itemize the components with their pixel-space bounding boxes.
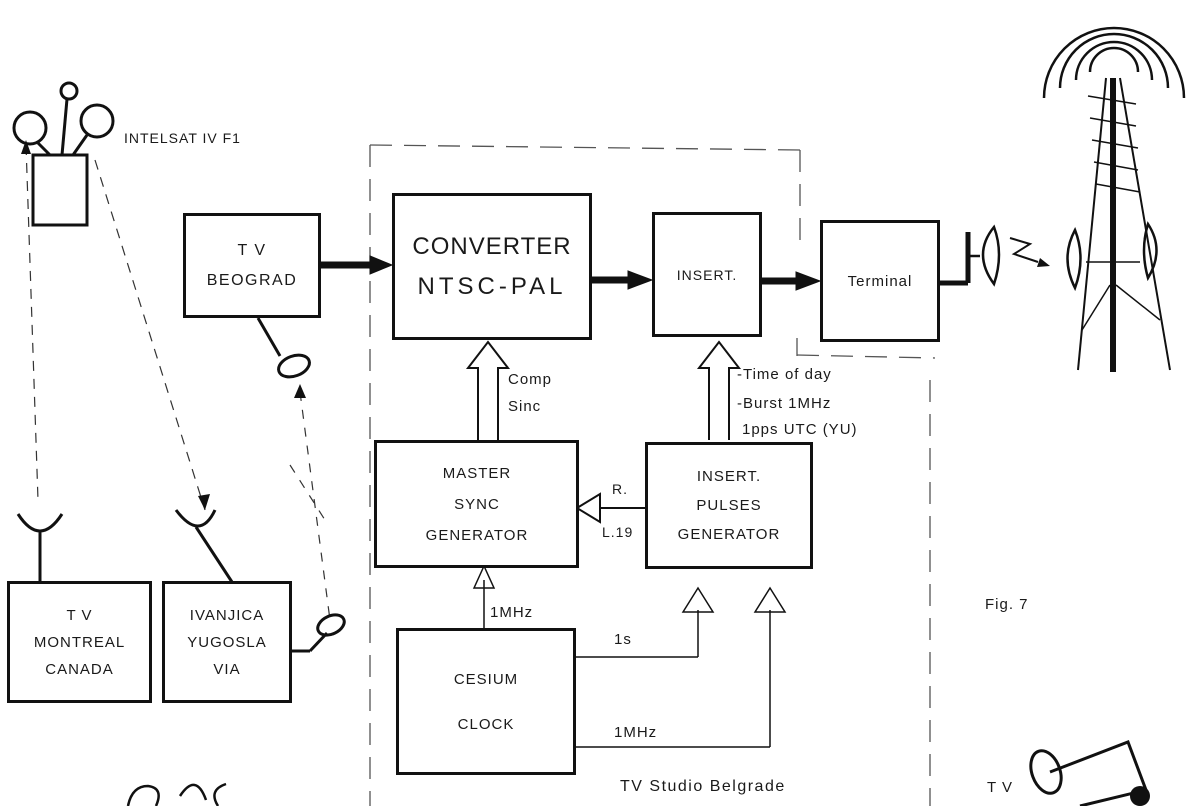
tv-camera-icon bbox=[1029, 740, 1148, 806]
clock-1s-label: 1s bbox=[614, 631, 632, 648]
pps-utc-label: 1pps UTC (YU) bbox=[742, 421, 858, 438]
l19-label: L.19 bbox=[602, 524, 634, 540]
insert-pulses-text: INSERT. PULSES GENERATOR bbox=[645, 442, 813, 569]
studio-boundary bbox=[369, 144, 936, 806]
r-label: R. bbox=[612, 481, 628, 497]
link-dish-icon bbox=[968, 224, 1001, 287]
block-tv-montreal bbox=[7, 581, 152, 703]
fig-label: Fig. 7 bbox=[985, 596, 1029, 613]
master-sync-line-3: GENERATOR bbox=[425, 526, 529, 544]
clock-1mhz-pulses-label: 1MHz bbox=[614, 724, 658, 741]
satellite-icon bbox=[12, 81, 115, 227]
master-sync-line-1: MASTER bbox=[442, 464, 512, 482]
satellite-links bbox=[25, 144, 206, 511]
tv-montreal-line-1: T V bbox=[66, 606, 93, 624]
studio-label: TV Studio Belgrade bbox=[620, 778, 786, 795]
tv-corner-label: T V bbox=[987, 779, 1014, 796]
ivanjica-line-1: IVANJICA bbox=[189, 606, 265, 624]
insert-inputs-arrow bbox=[696, 340, 742, 440]
comp-sinc-arrow bbox=[465, 340, 511, 440]
converter-line-1: CONVERTER bbox=[412, 232, 572, 260]
tv-beograd-text: T V BEOGRAD bbox=[183, 213, 321, 318]
converter-line-2: NTSC-PAL bbox=[417, 272, 567, 300]
arrow-up-beograd bbox=[294, 384, 306, 398]
ivanjica-line-2: YUGOSLA bbox=[187, 633, 267, 651]
block-cesium-clock bbox=[396, 628, 576, 775]
ivanjica-text: IVANJICA YUGOSLA VIA bbox=[162, 581, 292, 703]
block-terminal bbox=[820, 220, 940, 342]
comp-sinc-label-2: Sinc bbox=[508, 398, 542, 415]
block-ivanjica bbox=[162, 581, 292, 703]
tv-montreal-text: T V MONTREAL CANADA bbox=[7, 581, 152, 703]
insert-pulses-line-2: PULSES bbox=[696, 497, 762, 514]
terminal-output bbox=[940, 232, 971, 286]
main-signal-path bbox=[318, 255, 822, 291]
ivanjica-dish-icon bbox=[174, 509, 234, 583]
terminal-text: Terminal bbox=[820, 220, 940, 342]
block-insert-pulses bbox=[645, 442, 813, 569]
tv-beograd-line-2: BEOGRAD bbox=[206, 271, 298, 289]
ivanjica-to-beograd-link bbox=[289, 391, 331, 621]
insert-label: INSERT. bbox=[676, 266, 738, 283]
burst-label: -Burst 1MHz bbox=[737, 395, 832, 412]
montreal-dish-icon bbox=[16, 513, 64, 582]
tv-montreal-line-2: MONTREAL bbox=[33, 633, 126, 651]
clock-connections bbox=[472, 564, 787, 748]
cesium-clock-line-1: CESIUM bbox=[453, 670, 519, 688]
cesium-clock-line-2: CLOCK bbox=[457, 715, 515, 733]
radio-link-arrow bbox=[1037, 258, 1050, 267]
terminal-label: Terminal bbox=[847, 272, 913, 290]
arrow-up-head bbox=[21, 140, 31, 154]
tv-camera-lens bbox=[1130, 786, 1150, 806]
master-sync-line-2: SYNC bbox=[454, 495, 500, 513]
ivanjica-uplink-antenna-icon bbox=[292, 613, 346, 653]
tv-montreal-line-3: CANADA bbox=[45, 660, 114, 678]
ivanjica-line-3: VIA bbox=[213, 660, 241, 678]
tower-icon bbox=[1042, 26, 1186, 372]
arrow-down-head bbox=[198, 494, 210, 510]
block-insert bbox=[652, 212, 762, 337]
insert-text: INSERT. bbox=[652, 212, 762, 337]
insert-pulses-line-3: GENERATOR bbox=[677, 526, 781, 543]
clock-1mhz-master-label: 1MHz bbox=[490, 604, 534, 621]
satellite-label: INTELSAT IV F1 bbox=[124, 130, 241, 146]
insert-pulses-line-1: INSERT. bbox=[696, 468, 762, 485]
time-of-day-label: -Time of day bbox=[737, 366, 832, 383]
beograd-receive-antenna-icon bbox=[256, 317, 311, 379]
signature-mark bbox=[126, 782, 227, 806]
block-tv-beograd bbox=[183, 213, 321, 318]
comp-sinc-label-1: Comp bbox=[508, 371, 553, 388]
converter-text: CONVERTER NTSC-PAL bbox=[392, 193, 592, 340]
radio-link-zigzag bbox=[1009, 237, 1039, 263]
block-converter bbox=[392, 193, 592, 340]
tv-beograd-line-1: T V bbox=[237, 241, 267, 259]
cesium-clock-text: CESIUM CLOCK bbox=[396, 628, 576, 775]
master-sync-text: MASTER SYNC GENERATOR bbox=[392, 440, 562, 568]
rl19-arrow bbox=[575, 492, 645, 524]
block-master-sync bbox=[374, 440, 579, 568]
